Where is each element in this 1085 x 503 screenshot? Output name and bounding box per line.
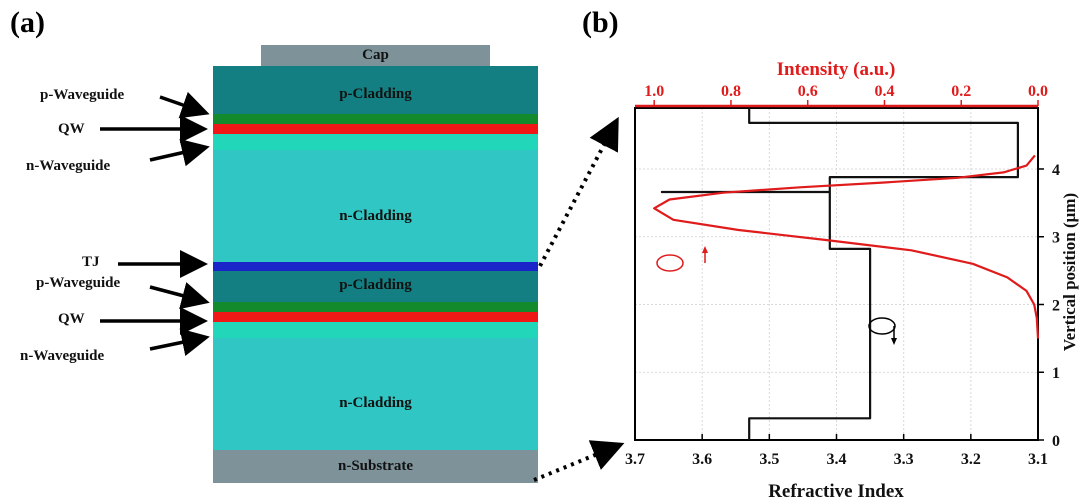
layer-stack: Cap p-Cladding n-Cladding p-Cladding n-C… xyxy=(213,45,538,483)
n-waveguide-top-layer xyxy=(213,134,538,150)
refractive-index-line xyxy=(660,108,1019,440)
y-tick-label: 2 xyxy=(1052,297,1060,314)
top-tick-label: 1.0 xyxy=(644,83,664,100)
top-tick-label: 0.8 xyxy=(721,83,741,100)
n-cladding-top-label: n-Cladding xyxy=(339,208,412,224)
top-tick-label: 0.0 xyxy=(1028,83,1048,100)
intensity-profile-line xyxy=(653,154,1040,339)
series-markers xyxy=(656,246,897,345)
y-tick-label: 4 xyxy=(1052,162,1060,179)
cap-layer: Cap xyxy=(261,45,490,66)
chart-title: Intensity (a.u.) xyxy=(777,59,896,80)
dotted-connector-bottom xyxy=(533,440,625,482)
qw-label-2: QW xyxy=(58,311,85,327)
p-waveguide-top-layer xyxy=(213,114,538,124)
x-tick-label: 3.4 xyxy=(827,451,847,468)
x-tick-label: 3.1 xyxy=(1028,451,1048,468)
panel-b-label: (b) xyxy=(582,6,619,39)
p-cladding-mid-layer: p-Cladding xyxy=(213,271,538,302)
cap-label: Cap xyxy=(362,47,389,63)
n-waveguide-label-1: n-Waveguide xyxy=(26,158,111,174)
n-cladding-top-layer: n-Cladding xyxy=(213,150,538,262)
black-series-marker xyxy=(868,317,896,335)
arrow-n-waveguide-1 xyxy=(149,138,210,167)
arrow-p-waveguide-2 xyxy=(149,282,210,310)
dotted-connector-top xyxy=(538,116,619,267)
qw-label-1: QW xyxy=(58,121,85,137)
arrow-n-waveguide-2 xyxy=(149,328,210,356)
n-waveguide-bottom-layer xyxy=(213,322,538,338)
chart-svg: 3.7 3.6 3.5 3.4 3.3 3.2 3.1 1.0 0.8 0.6 0.4 0.2 0.0 0… xyxy=(625,59,1079,502)
x-axis-label: Refractive Index xyxy=(768,481,904,502)
p-waveguide-label-2: p-Waveguide xyxy=(36,275,121,291)
y-tick-label: 3 xyxy=(1052,230,1060,247)
n-waveguide-label-2: n-Waveguide xyxy=(20,348,105,364)
p-waveguide-bottom-layer xyxy=(213,302,538,312)
x-tick-label: 3.2 xyxy=(961,451,981,468)
tj-label: TJ xyxy=(82,254,100,270)
top-tick-label: 0.4 xyxy=(874,83,894,100)
substrate-layer: n-Substrate xyxy=(213,450,538,483)
p-cladding-top-label: p-Cladding xyxy=(339,86,412,102)
red-series-marker xyxy=(656,254,684,272)
substrate-label: n-Substrate xyxy=(337,458,413,474)
y-axis-label: Vertical position (μm) xyxy=(1060,193,1079,351)
top-tick-label: 0.2 xyxy=(951,83,971,100)
x-tick-label: 3.3 xyxy=(894,451,914,468)
chart-ticks: 3.7 3.6 3.5 3.4 3.3 3.2 3.1 1.0 0.8 0.6 0.4 0.2 0.0 0… xyxy=(625,83,1060,468)
y-tick-label: 0 xyxy=(1052,433,1060,450)
chart-grid xyxy=(634,108,1039,441)
black-series-arrowhead xyxy=(891,338,897,345)
x-tick-label: 3.7 xyxy=(625,451,645,468)
x-tick-label: 3.6 xyxy=(692,451,712,468)
p-waveguide-label-1: p-Waveguide xyxy=(40,87,125,103)
n-cladding-bottom-label: n-Cladding xyxy=(339,395,412,411)
chart-series xyxy=(653,108,1040,440)
qw-top-layer xyxy=(213,124,538,134)
red-series-arrowhead xyxy=(702,246,708,253)
x-tick-label: 3.5 xyxy=(759,451,779,468)
p-cladding-mid-label: p-Cladding xyxy=(339,277,412,293)
panel-a-label: (a) xyxy=(10,6,45,39)
p-cladding-top-layer: p-Cladding xyxy=(213,66,538,114)
y-tick-label: 1 xyxy=(1052,365,1060,382)
n-cladding-bottom-layer: n-Cladding xyxy=(213,338,538,450)
qw-bottom-layer xyxy=(213,312,538,322)
top-tick-label: 0.6 xyxy=(798,83,818,100)
tj-layer xyxy=(213,262,538,271)
arrow-p-waveguide-1 xyxy=(159,91,210,119)
